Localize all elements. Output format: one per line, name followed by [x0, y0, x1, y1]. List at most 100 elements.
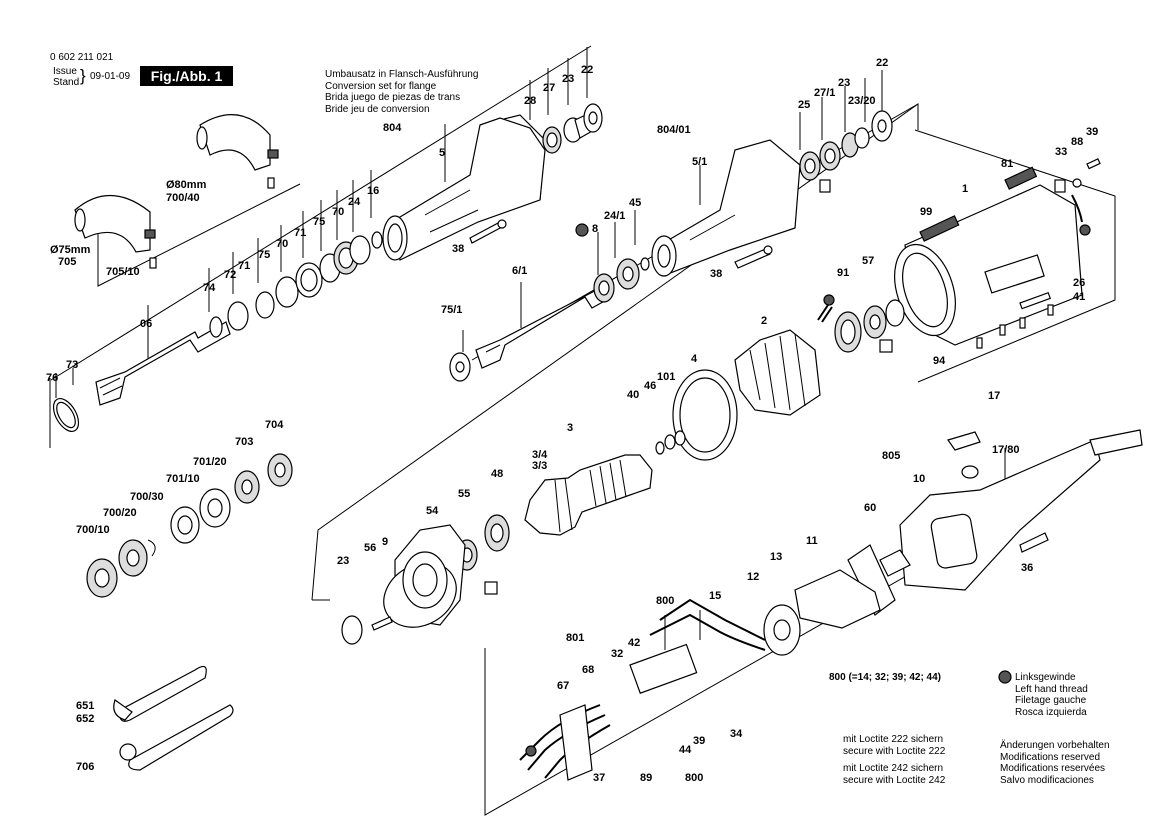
label-94: 94 [933, 355, 946, 367]
label-11: 11 [806, 535, 818, 547]
document-number: 0 602 211 021 [50, 52, 114, 63]
flange-housing-5-1 [651, 139, 801, 277]
label-701-20: 701/20 [193, 456, 227, 468]
group-frames [49, 45, 1116, 816]
label-2: 2 [761, 315, 767, 327]
label-8: 8 [592, 223, 598, 235]
bearings-48-55 [456, 514, 510, 595]
label-70a: 70 [276, 238, 288, 250]
part-labels: 76 73 06 74 72 71 75 70 71 75 70 24 16 5… [46, 57, 1098, 784]
wiring [519, 598, 766, 781]
label-700-30: 700/30 [130, 491, 164, 503]
label-22b: 22 [876, 57, 888, 69]
label-3-3: 3/3 [532, 460, 547, 472]
label-801: 801 [566, 632, 584, 644]
label-804-01: 804/01 [657, 124, 691, 136]
label-34: 34 [730, 728, 743, 740]
label-3-4: 3/4 [532, 449, 548, 461]
loctite-222-note: mit Loctite 222 sichern secure with Loct… [843, 734, 946, 757]
brace-glyph: } [80, 66, 86, 85]
label-75mm: Ø75mm [50, 244, 91, 256]
label-1: 1 [962, 183, 968, 195]
label-5-1: 5/1 [692, 156, 707, 168]
bearing-25-27-1-23-22 [799, 110, 893, 193]
rings-row-top [52, 231, 383, 432]
label-71a: 71 [238, 260, 250, 272]
label-27: 27 [543, 82, 555, 94]
label-06: 06 [140, 318, 152, 330]
label-44: 44 [679, 744, 692, 756]
label-72: 72 [224, 269, 236, 281]
label-800b: 800 [685, 772, 703, 784]
left-thread-note: Linksgewinde Left hand thread Filetage g… [1015, 672, 1088, 718]
label-57: 57 [862, 255, 874, 267]
stand-label: Stand [53, 77, 80, 88]
brush-parts-33-88-39 [1054, 158, 1101, 223]
label-101: 101 [657, 371, 675, 383]
rotor-3 [524, 430, 686, 536]
label-24-1: 24/1 [604, 210, 625, 222]
label-5: 5 [439, 147, 445, 159]
label-88: 88 [1071, 136, 1083, 148]
label-54: 54 [426, 505, 439, 517]
armature-2-set [672, 299, 905, 461]
label-652: 652 [76, 713, 94, 725]
label-70b: 70 [332, 206, 344, 218]
label-60: 60 [864, 502, 876, 514]
conversion-note: Umbausatz in Flansch-Ausführung Conversi… [325, 69, 479, 115]
label-10: 10 [913, 473, 925, 485]
label-705: 705 [58, 256, 76, 268]
label-40: 40 [627, 389, 639, 401]
label-23-20: 23/20 [848, 95, 876, 107]
label-800a: 800 [656, 595, 674, 607]
changes-note: Änderungen vorbehalten Modifications res… [1000, 740, 1110, 786]
label-80mm: Ø80mm [166, 179, 207, 191]
label-67: 67 [557, 680, 569, 692]
label-12: 12 [747, 571, 759, 583]
motor-housing-1 [894, 166, 1083, 349]
flange-nuts-group [86, 453, 293, 598]
label-28: 28 [524, 95, 536, 107]
label-71b: 71 [294, 227, 306, 239]
label-804: 804 [383, 122, 402, 134]
label-45: 45 [629, 197, 641, 209]
loctite-242-note: mit Loctite 242 sichern secure with Loct… [843, 763, 946, 786]
guard-705 [74, 194, 157, 269]
label-33: 33 [1055, 146, 1067, 158]
handle-housing-10 [899, 429, 1143, 591]
screw-38b [734, 245, 773, 269]
label-38b: 38 [710, 268, 722, 280]
label-13: 13 [770, 551, 782, 563]
label-56: 56 [364, 542, 376, 554]
label-4: 4 [691, 353, 698, 365]
label-22a: 22 [581, 64, 593, 76]
label-701-10: 701/10 [166, 473, 200, 485]
label-99: 99 [920, 206, 932, 218]
spindle-06 [95, 321, 231, 406]
label-703: 703 [235, 436, 253, 448]
gasket-60-motor-parts [763, 532, 1049, 656]
flange-housing-5 [382, 114, 546, 261]
label-74: 74 [203, 282, 216, 294]
label-651: 651 [76, 700, 94, 712]
spindle-6-1 [449, 257, 650, 382]
label-705-10: 705/10 [106, 266, 140, 278]
label-805: 805 [882, 450, 900, 462]
label-38a: 38 [452, 243, 464, 255]
label-75-1: 75/1 [441, 304, 462, 316]
label-36: 36 [1021, 562, 1033, 574]
bearing-28-27-23-22 [542, 103, 603, 154]
label-68: 68 [582, 664, 594, 676]
label-24: 24 [348, 196, 361, 208]
guard-700-40 [196, 114, 279, 189]
label-81: 81 [1001, 158, 1013, 170]
label-27-1: 27/1 [814, 87, 835, 99]
label-55: 55 [458, 488, 470, 500]
label-704: 704 [265, 419, 284, 431]
figure-label: Fig./Abb. 1 [140, 66, 233, 86]
label-91: 91 [837, 267, 849, 279]
label-17-80: 17/80 [992, 444, 1020, 456]
kit-note: 800 (=14; 32; 39; 42; 44) [829, 672, 942, 683]
